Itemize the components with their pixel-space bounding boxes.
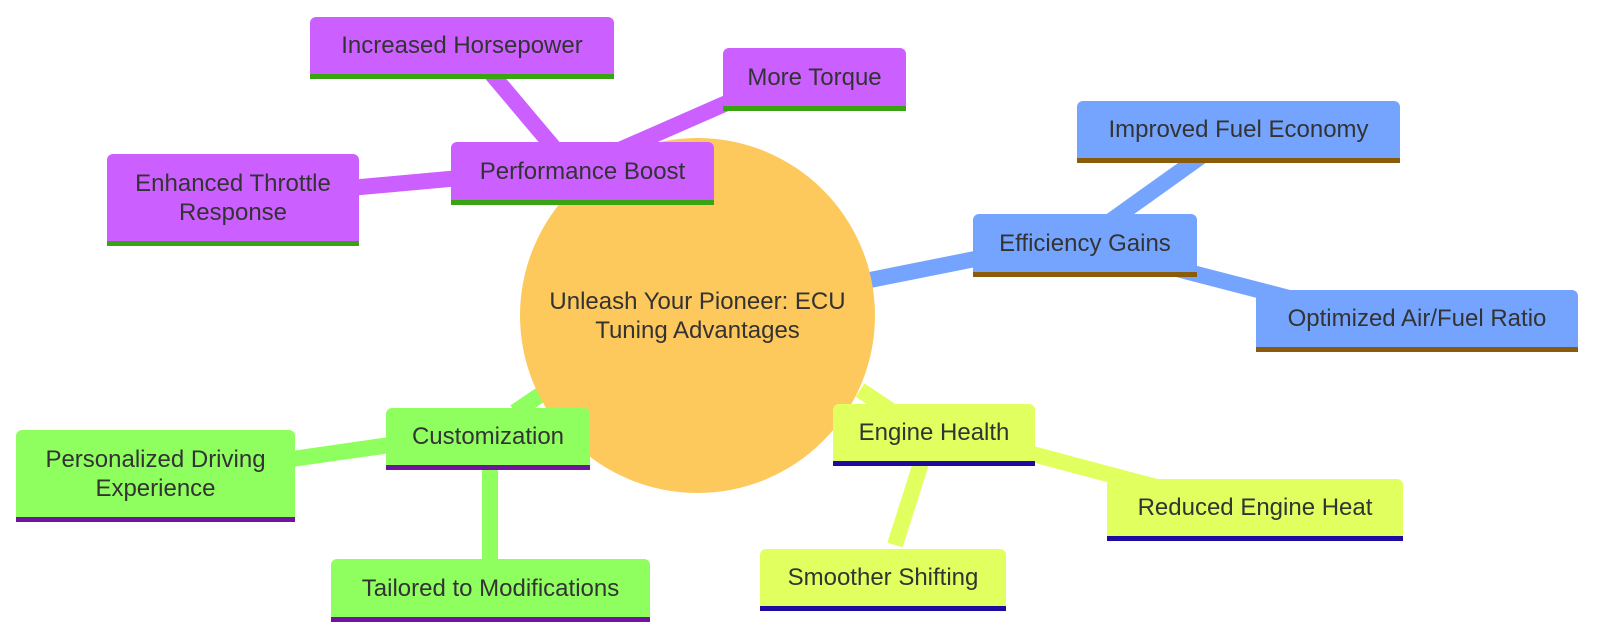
node-tailored-to-modifications: Tailored to Modifications: [331, 559, 650, 622]
node-reduced-engine-heat: Reduced Engine Heat: [1107, 479, 1403, 541]
node-increased-horsepower: Increased Horsepower: [310, 17, 614, 79]
node-engine-health: Engine Health: [833, 404, 1035, 466]
edge-enginehealth-shifting: [887, 457, 930, 548]
node-customization: Customization: [386, 408, 590, 470]
edge-performance-throttle: [349, 170, 461, 196]
edge-performance-horsepower: [483, 66, 567, 161]
edge-customization-personalized: [283, 437, 392, 468]
node-improved-fuel-economy: Improved Fuel Economy: [1077, 101, 1400, 163]
node-optimized-air-fuel-ratio: Optimized Air/Fuel Ratio: [1256, 290, 1578, 352]
node-efficiency-gains: Efficiency Gains: [973, 214, 1197, 277]
node-personalized-driving-experience: Personalized Driving Experience: [16, 430, 295, 522]
edge-root-efficiency: [848, 250, 982, 292]
node-performance-boost: Performance Boost: [451, 142, 714, 205]
node-smoother-shifting: Smoother Shifting: [760, 549, 1006, 611]
node-enhanced-throttle-response: Enhanced Throttle Response: [107, 154, 359, 246]
root-label: Unleash Your Pioneer: ECU Tuning Advanta…: [549, 287, 846, 344]
node-more-torque: More Torque: [723, 48, 906, 111]
